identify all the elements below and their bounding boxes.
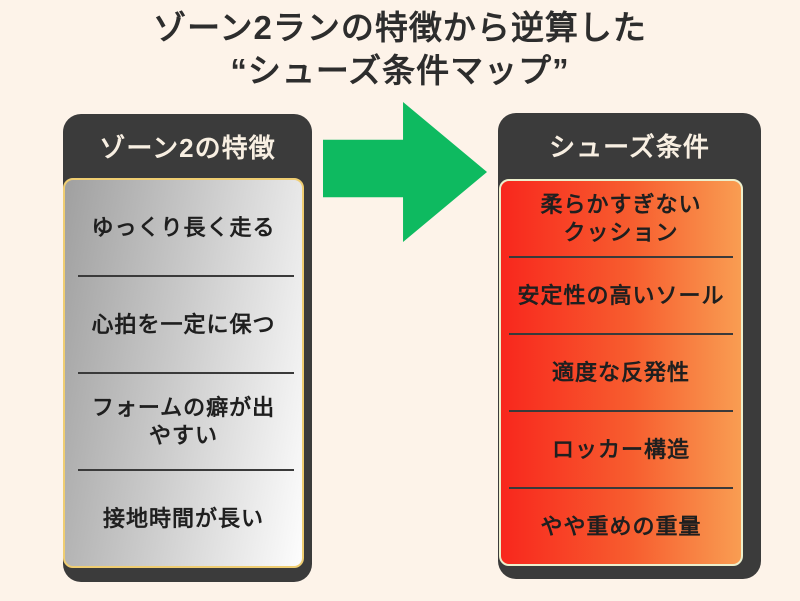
condition-item: やや重めの重量 bbox=[501, 489, 741, 564]
right-arrow-icon bbox=[323, 102, 487, 242]
feature-item-label: 接地時間が長い bbox=[102, 505, 264, 531]
zone2-features-card: ゾーン2の特徴 ゆっくり長く走る 心拍を一定に保つ フォームの癖が出 やすい 接… bbox=[63, 114, 312, 582]
condition-item: 安定性の高いソール bbox=[501, 258, 741, 333]
feature-item-label: ゆっくり長く走る bbox=[91, 214, 276, 240]
divider bbox=[509, 487, 733, 489]
condition-item: ロッカー構造 bbox=[501, 412, 741, 487]
condition-item-label: やや重めの重量 bbox=[540, 513, 702, 539]
divider bbox=[78, 469, 294, 471]
condition-item: 柔らかすぎない クッション bbox=[501, 181, 741, 256]
condition-item-label: 柔らかすぎない クッション bbox=[540, 191, 702, 245]
divider bbox=[509, 333, 733, 335]
feature-item: 心拍を一定に保つ bbox=[65, 277, 302, 372]
divider bbox=[78, 372, 294, 374]
condition-item-label: 安定性の高いソール bbox=[517, 282, 725, 308]
feature-item: フォームの癖が出 やすい bbox=[65, 374, 302, 469]
shoe-card-header: シューズ条件 bbox=[549, 131, 710, 162]
feature-item-label: 心拍を一定に保つ bbox=[91, 311, 276, 337]
zone2-features-panel: ゆっくり長く走る 心拍を一定に保つ フォームの癖が出 やすい 接地時間が長い bbox=[63, 178, 304, 568]
feature-item: ゆっくり長く走る bbox=[65, 180, 302, 275]
page-title: ゾーン2ランの特徴から逆算した “シューズ条件マップ” bbox=[0, 6, 800, 92]
page-title-line1: ゾーン2ランの特徴から逆算した bbox=[153, 9, 647, 46]
page-title-line2: “シューズ条件マップ” bbox=[230, 52, 570, 89]
divider bbox=[78, 275, 294, 277]
divider bbox=[509, 256, 733, 258]
feature-item-label: フォームの癖が出 やすい bbox=[91, 394, 276, 448]
shoe-conditions-card: シューズ条件 柔らかすぎない クッション 安定性の高いソール 適度な反発性 ロッ… bbox=[498, 113, 761, 579]
condition-item-label: 適度な反発性 bbox=[551, 359, 690, 385]
shoe-conditions-panel: 柔らかすぎない クッション 安定性の高いソール 適度な反発性 ロッカー構造 やや… bbox=[499, 179, 743, 566]
divider bbox=[509, 410, 733, 412]
zone2-card-header: ゾーン2の特徴 bbox=[99, 132, 276, 163]
condition-item: 適度な反発性 bbox=[501, 335, 741, 410]
feature-item: 接地時間が長い bbox=[65, 471, 302, 566]
condition-item-label: ロッカー構造 bbox=[551, 436, 690, 462]
